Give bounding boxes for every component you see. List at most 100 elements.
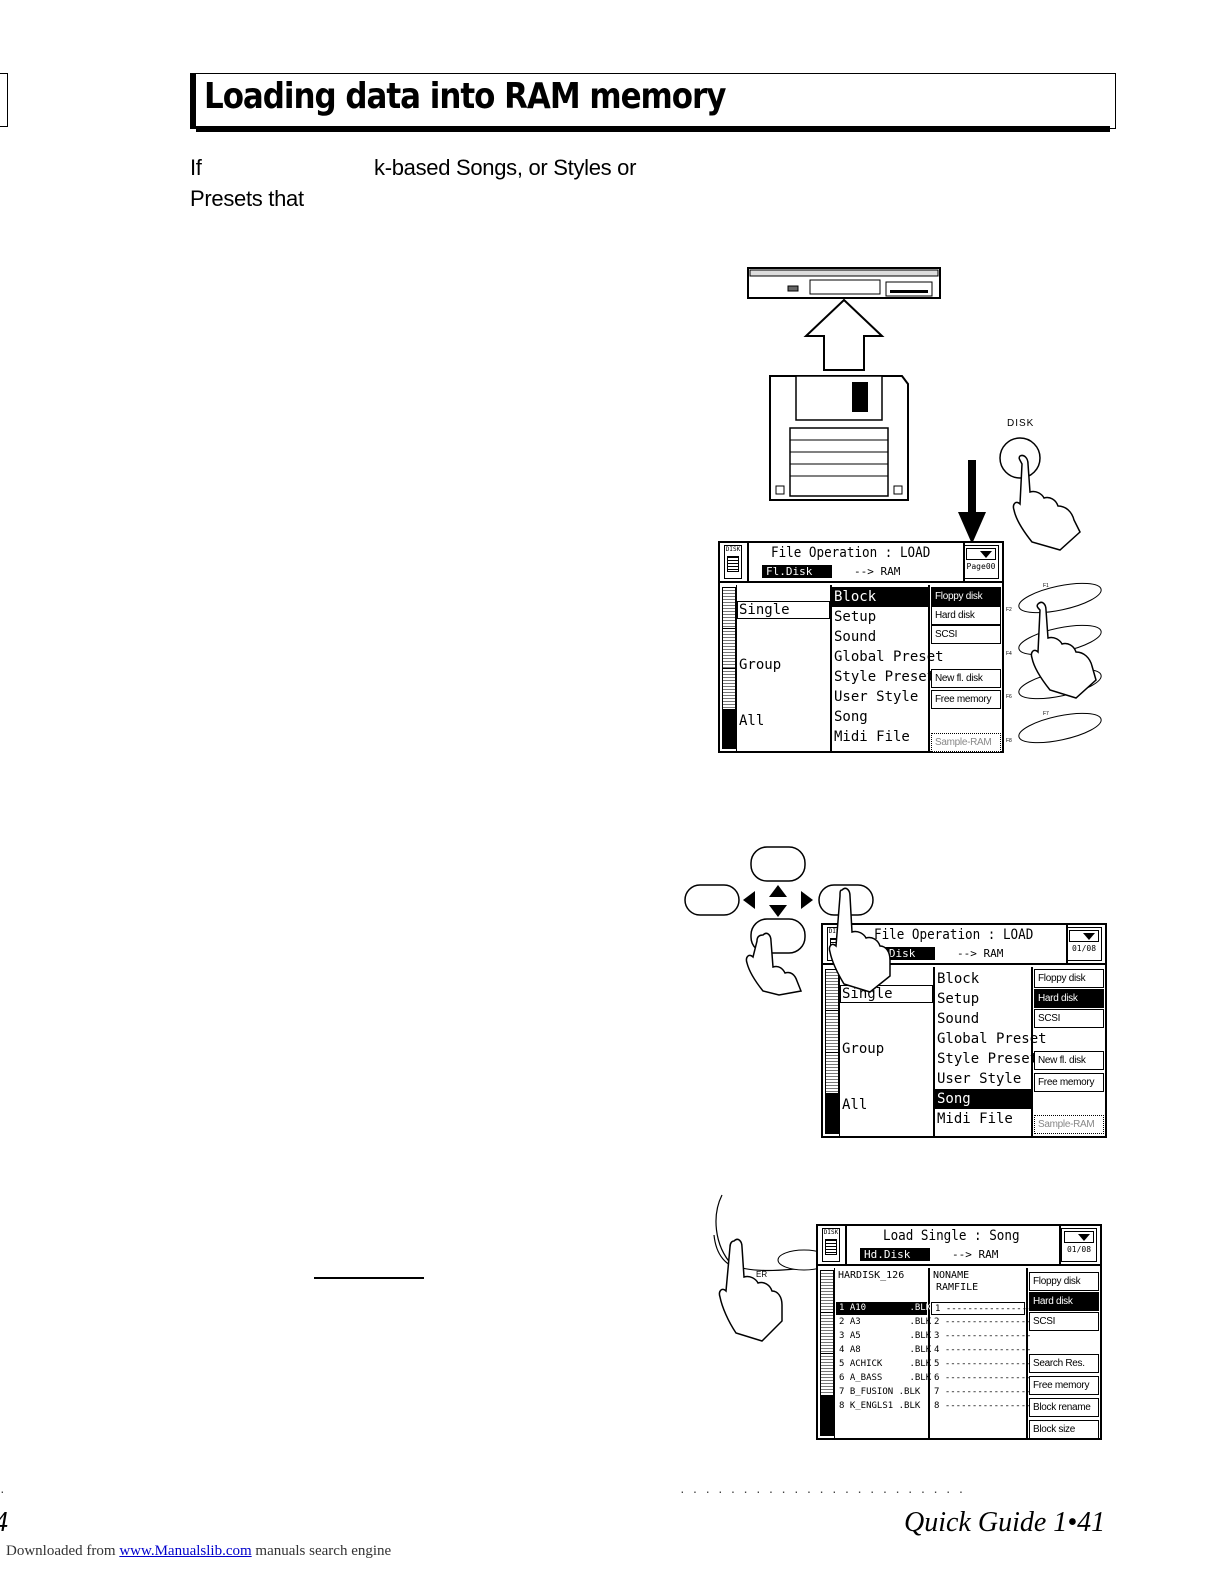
type-midi-file[interactable]: Midi File	[937, 1111, 1013, 1127]
hard-disk-block-list: HARDISK_126 1 A10 .BLK 2 A3 .BLK 3 A5 .B…	[834, 1268, 932, 1438]
footer-dotted-rule: ·······················	[680, 1483, 972, 1499]
download-suffix: manuals search engine	[251, 1543, 392, 1559]
cursor-up-key[interactable]	[750, 846, 806, 882]
type-sound[interactable]: Sound	[834, 629, 877, 645]
footer-dot: ·	[0, 1483, 5, 1499]
search-res-button[interactable]: Search Res.	[1029, 1354, 1099, 1373]
destination: --> RAM	[952, 1248, 999, 1261]
cursor-keys-illustration	[684, 846, 874, 996]
screen-file-operation-floppy: DISK File Operation : LOAD Fl.Disk --> R…	[718, 541, 1004, 753]
list-item[interactable]: 2 ----------------	[934, 1317, 1032, 1327]
scsi-button[interactable]: SCSI	[1034, 1009, 1104, 1028]
new-floppy-button[interactable]: New fl. disk	[1034, 1051, 1104, 1070]
list-item[interactable]: 3 A5 .BLK	[839, 1331, 932, 1341]
free-memory-button[interactable]: Free memory	[931, 690, 1001, 709]
sample-ram-button[interactable]: Sample-RAM	[1034, 1115, 1104, 1134]
block-size-button[interactable]: Block size	[1029, 1420, 1099, 1439]
list-item[interactable]: 1 ----------------	[931, 1302, 1033, 1315]
list-item[interactable]: 4 A8 .BLK	[839, 1345, 932, 1355]
type-setup[interactable]: Setup	[937, 991, 980, 1007]
pointing-hand-icon	[1012, 454, 1081, 551]
fkey-label: F2	[1006, 607, 1012, 613]
data-type-column: Block Setup Sound Global Preset Style Pr…	[832, 585, 944, 751]
list-item[interactable]: 1 A10 .BLK	[836, 1302, 931, 1315]
cursor-left-key[interactable]	[684, 884, 740, 916]
hard-disk-button[interactable]: Hard disk	[931, 606, 1001, 625]
side-tab-selected[interactable]	[722, 708, 736, 749]
floppy-disk-button[interactable]: Floppy disk	[931, 587, 1001, 606]
side-tab[interactable]	[825, 1051, 839, 1093]
list-item[interactable]: 6 A_BASS .BLK	[839, 1373, 932, 1383]
side-tab[interactable]	[820, 1311, 834, 1353]
mode-group[interactable]: Group	[739, 657, 782, 673]
type-setup[interactable]: Setup	[834, 609, 877, 625]
up-arrow-icon	[803, 298, 885, 371]
side-tab[interactable]	[722, 668, 736, 709]
list-item[interactable]: 5 ACHICK .BLK	[839, 1359, 932, 1369]
page-edge-box	[0, 73, 8, 127]
type-global-preset[interactable]: Global Preset	[834, 649, 944, 665]
sample-ram-button[interactable]: Sample-RAM	[931, 733, 1001, 752]
type-sound[interactable]: Sound	[937, 1011, 980, 1027]
fkey-button[interactable]	[1016, 578, 1103, 619]
list-item[interactable]: 5 ----------------	[934, 1359, 1032, 1369]
type-style-preset[interactable]: Style Preset	[937, 1051, 1039, 1067]
screen-header: DISK Load Single : Song Hd.Disk --> RAM …	[818, 1226, 1100, 1266]
type-block[interactable]: Block	[832, 587, 928, 607]
side-tab[interactable]	[825, 969, 839, 1011]
list-item[interactable]: 7 B_FUSION .BLK	[839, 1387, 921, 1397]
side-tab[interactable]	[825, 1010, 839, 1052]
load-mode-column: Single Group All	[736, 585, 832, 751]
page-selector[interactable]: 01/08	[1061, 1228, 1097, 1262]
fkey-button[interactable]	[1016, 708, 1103, 749]
new-floppy-button[interactable]: New fl. disk	[931, 669, 1001, 688]
type-song[interactable]: Song	[935, 1089, 1031, 1109]
type-block[interactable]: Block	[937, 971, 980, 987]
type-style-preset[interactable]: Style Preset	[834, 669, 936, 685]
list-item[interactable]: 8 K_ENGLS1 .BLK	[839, 1401, 921, 1411]
side-tab[interactable]	[820, 1353, 834, 1395]
mode-group[interactable]: Group	[842, 1041, 885, 1057]
list-item[interactable]: 2 A3 .BLK	[839, 1317, 932, 1327]
free-memory-button[interactable]: Free memory	[1029, 1376, 1099, 1395]
type-user-style[interactable]: User Style	[834, 689, 919, 705]
block-rename-button[interactable]: Block rename	[1029, 1398, 1099, 1417]
hard-disk-button[interactable]: Hard disk	[1034, 989, 1104, 1008]
mode-single[interactable]: Single	[840, 985, 933, 1003]
hard-disk-name: HARDISK_126	[838, 1270, 905, 1281]
mode-single[interactable]: Single	[737, 601, 830, 619]
manualslib-link[interactable]: www.Manualslib.com	[119, 1543, 252, 1559]
scsi-button[interactable]: SCSI	[931, 625, 1001, 644]
page-arrows-icon	[1064, 1231, 1094, 1243]
hard-disk-button[interactable]: Hard disk	[1029, 1292, 1099, 1311]
intro-line1: k-based Songs, or Styles or	[374, 155, 637, 180]
side-tab-selected[interactable]	[825, 1092, 839, 1134]
ram-name: NONAME	[933, 1270, 970, 1281]
mode-all[interactable]: All	[842, 1097, 868, 1113]
type-global-preset[interactable]: Global Preset	[937, 1031, 1047, 1047]
list-item[interactable]: 3 ----------------	[934, 1331, 1032, 1341]
screen-title: Load Single : Song	[883, 1228, 1020, 1244]
list-item[interactable]: 7 ----------------	[934, 1387, 1032, 1397]
list-item[interactable]: 6 ----------------	[934, 1373, 1032, 1383]
side-tab[interactable]	[722, 627, 736, 668]
list-item[interactable]: 4 ----------------	[934, 1345, 1032, 1355]
title-shadow	[196, 126, 1110, 132]
side-tab-selected[interactable]	[820, 1394, 834, 1436]
side-tab[interactable]	[820, 1270, 834, 1312]
page-selector[interactable]: 01/08	[1066, 927, 1102, 961]
page-arrows-icon	[1069, 930, 1099, 942]
page-selector[interactable]: Page00	[963, 545, 999, 579]
pointing-hand-icon	[828, 887, 891, 993]
scsi-button[interactable]: SCSI	[1029, 1312, 1099, 1331]
floppy-disk-button[interactable]: Floppy disk	[1029, 1272, 1099, 1291]
side-tab[interactable]	[722, 587, 736, 628]
data-type-column: Block Setup Sound Global Preset Style Pr…	[935, 967, 1047, 1136]
mode-all[interactable]: All	[739, 713, 765, 729]
type-user-style[interactable]: User Style	[937, 1071, 1022, 1087]
list-item[interactable]: 8 ----------------	[934, 1401, 1032, 1411]
type-midi-file[interactable]: Midi File	[834, 729, 910, 745]
free-memory-button[interactable]: Free memory	[1034, 1073, 1104, 1092]
floppy-disk-button[interactable]: Floppy disk	[1034, 969, 1104, 988]
type-song[interactable]: Song	[834, 709, 868, 725]
